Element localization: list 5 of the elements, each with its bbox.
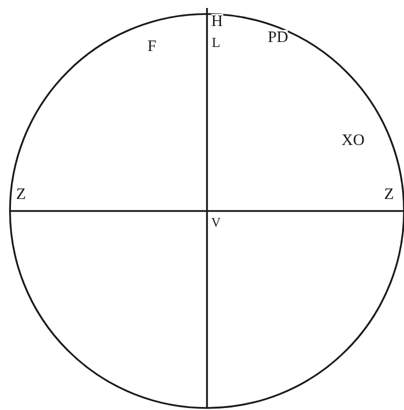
point-label: F — [148, 39, 156, 55]
point-label: Z — [384, 187, 394, 203]
point-label: Z — [16, 187, 26, 203]
point-label: XO — [341, 133, 365, 149]
point-label: V — [211, 216, 221, 228]
